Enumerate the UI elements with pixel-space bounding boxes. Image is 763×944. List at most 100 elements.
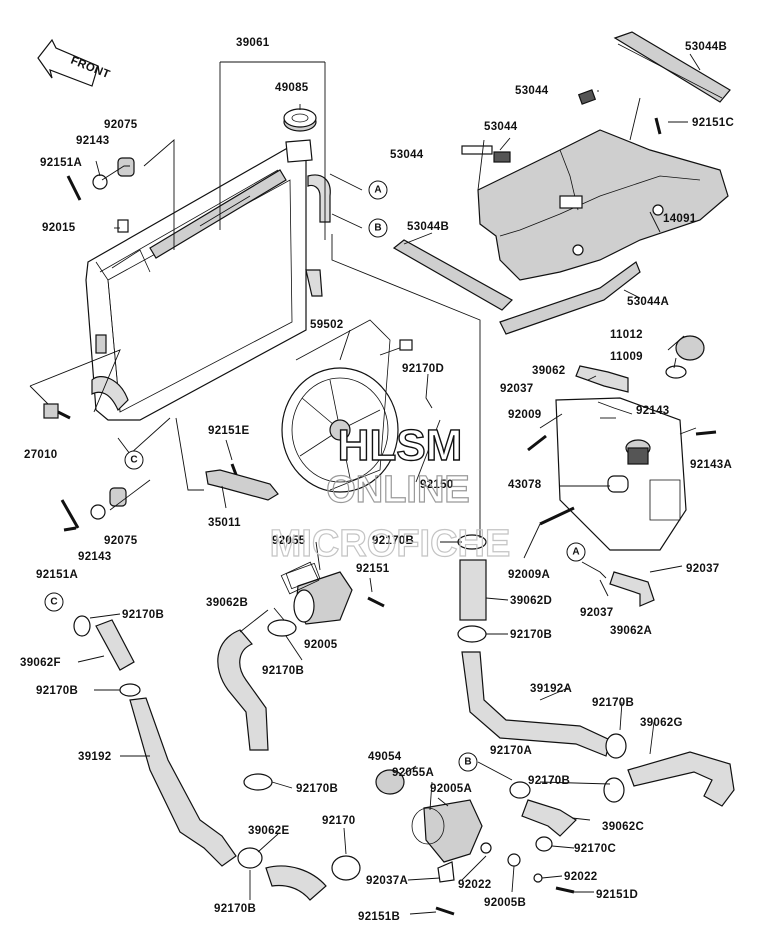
- label-53044b-mid: 53044B: [407, 221, 449, 233]
- label-92170b-h: 92170B: [528, 775, 570, 787]
- label-92151c: 92151C: [692, 117, 734, 129]
- label-92170b-g: 92170B: [592, 697, 634, 709]
- label-53044a: 53044A: [627, 296, 669, 308]
- label-92170b-j: 92170B: [214, 903, 256, 915]
- label-39061: 39061: [236, 37, 270, 49]
- label-92037a: 92037A: [366, 875, 408, 887]
- label-92009a: 92009A: [508, 569, 550, 581]
- label-11009: 11009: [610, 351, 643, 363]
- radiator-shroud: [477, 129, 729, 281]
- label-39062g: 39062G: [640, 717, 683, 729]
- label-92170c: 92170C: [574, 843, 616, 855]
- label-92143a: 92143A: [690, 459, 732, 471]
- label-39062a: 39062A: [610, 625, 652, 637]
- label-92055: 92055: [272, 535, 306, 547]
- label-39192: 39192: [78, 751, 111, 763]
- label-39192a: 39192A: [530, 683, 572, 695]
- svg-text:B: B: [464, 757, 471, 768]
- label-92005: 92005: [304, 639, 338, 651]
- label-92151a-bottom: 92151A: [36, 569, 78, 581]
- watermark-line3: MICROFICHE: [270, 523, 511, 565]
- svg-text:A: A: [374, 185, 381, 196]
- label-92015: 92015: [42, 222, 76, 234]
- cooling-fan: [281, 319, 413, 493]
- label-92005b: 92005B: [484, 897, 526, 909]
- reserve-tank: [555, 397, 687, 551]
- label-92005a: 92005A: [430, 783, 472, 795]
- label-92151d: 92151D: [596, 889, 638, 901]
- svg-text:A: A: [572, 547, 579, 558]
- label-39062f: 39062F: [20, 657, 61, 669]
- label-53044-b: 53044: [484, 121, 518, 133]
- radiator: [85, 139, 331, 421]
- watermark-line2: ONLINE: [326, 469, 470, 511]
- label-92151: 92151: [356, 563, 390, 575]
- label-92170b-fan: 92170B: [372, 535, 414, 547]
- gasket-icon: [285, 562, 321, 590]
- callout-c-radiator: C: [124, 450, 144, 470]
- label-14091: 14091: [663, 213, 697, 225]
- label-92170b-f: 92170B: [36, 685, 78, 697]
- svg-text:C: C: [50, 597, 57, 608]
- tank-cap-icon: [665, 335, 705, 379]
- fan-bracket: [205, 469, 279, 501]
- label-49085: 49085: [275, 82, 309, 94]
- label-92151e: 92151E: [208, 425, 249, 437]
- label-92170b-i: 92170B: [296, 783, 338, 795]
- label-92143-bottom: 92143: [78, 551, 111, 563]
- label-39062d: 39062D: [510, 595, 552, 607]
- label-39062e: 39062E: [248, 825, 289, 837]
- callout-b-top: B: [368, 218, 388, 238]
- label-92143-tank: 92143: [636, 405, 669, 417]
- callout-a-tank: A: [566, 542, 586, 562]
- label-92009: 92009: [508, 409, 541, 421]
- label-27010: 27010: [24, 449, 57, 461]
- label-39062b: 39062B: [206, 597, 248, 609]
- callout-c-hose: C: [44, 592, 64, 612]
- label-59502: 59502: [310, 319, 343, 331]
- hose-clamps: [73, 534, 627, 881]
- label-92075-bottom: 92075: [104, 535, 138, 547]
- label-11012: 11012: [610, 329, 643, 341]
- label-92022-b: 92022: [564, 871, 597, 883]
- callout-a-top: A: [368, 180, 388, 200]
- label-53044b-top: 53044B: [685, 41, 727, 53]
- label-92143-top: 92143: [76, 135, 109, 147]
- bolts: [60, 117, 717, 916]
- part-labels: 39061 49085 53044B 53044 92151C 53044 53…: [20, 37, 734, 923]
- label-92022-a: 92022: [458, 879, 491, 891]
- label-53044-a: 53044: [515, 85, 549, 97]
- label-92037-top: 92037: [500, 383, 533, 395]
- label-92170b-d: 92170B: [510, 629, 552, 641]
- label-39062c: 39062C: [602, 821, 644, 833]
- label-49054: 49054: [368, 751, 402, 763]
- label-92170a: 92170A: [490, 745, 532, 757]
- water-pump: [280, 561, 353, 625]
- label-92151a-top: 92151A: [40, 157, 82, 169]
- hoses: [95, 365, 735, 901]
- watermark: HLSM ONLINE MICROFICHE: [269, 420, 511, 565]
- radiator-cap-icon: [283, 108, 317, 132]
- watermark-line1: HLSM: [338, 421, 463, 470]
- label-92037-right: 92037: [686, 563, 719, 575]
- label-92170b-pump: 92170B: [262, 665, 304, 677]
- temperature-sensor-icon: [43, 403, 71, 420]
- svg-text:B: B: [374, 223, 381, 234]
- label-92170b-c: 92170B: [122, 609, 164, 621]
- leader-lines: [29, 53, 701, 915]
- label-35011: 35011: [208, 517, 241, 529]
- svg-text:C: C: [130, 455, 137, 466]
- label-92037-tank: 92037: [580, 607, 613, 619]
- label-92170d: 92170D: [402, 363, 444, 375]
- label-43078: 43078: [508, 479, 542, 491]
- thermostat-housing: [375, 769, 543, 883]
- label-39062: 39062: [532, 365, 565, 377]
- label-92170: 92170: [322, 815, 355, 827]
- front-arrow-icon: FRONT: [37, 38, 111, 87]
- label-53044-c: 53044: [390, 149, 424, 161]
- label-92055a: 92055A: [392, 767, 434, 779]
- seal-strips: [392, 31, 731, 335]
- callout-b-pump: B: [458, 752, 478, 772]
- label-92150: 92150: [420, 479, 453, 491]
